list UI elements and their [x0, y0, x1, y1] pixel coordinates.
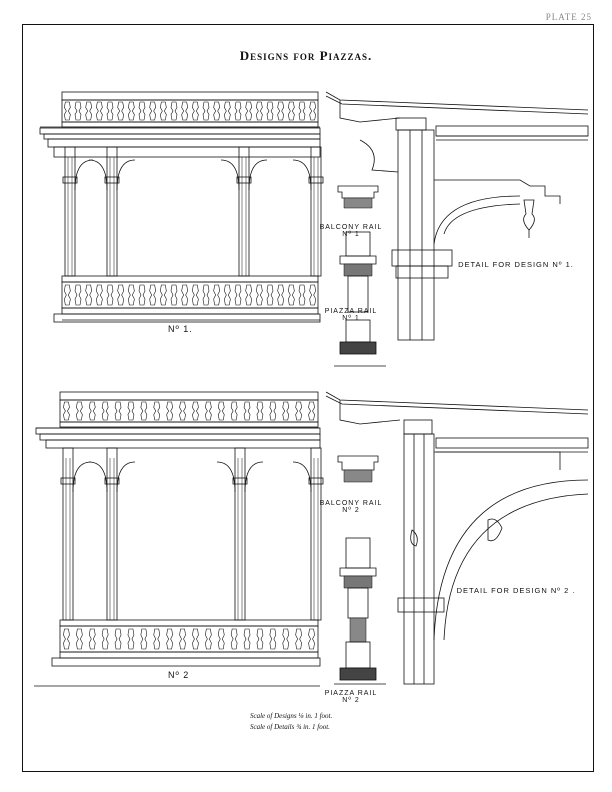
plate-border: [22, 24, 594, 772]
detail-2-drawing: [325, 391, 589, 685]
piazza-rail-2-number: Nº 2: [342, 697, 360, 704]
plate-number: PLATE 25: [545, 12, 592, 22]
detail-1-drawing: [325, 91, 589, 341]
detail-1-caption: DETAIL FOR DESIGN Nº 1.: [458, 260, 574, 269]
scale-note-details: Scale of Details ¾ in. 1 foot.: [250, 723, 330, 731]
balcony-rail-1-title: BALCONY RAIL: [319, 224, 383, 231]
rail-sections: [334, 185, 386, 685]
piazza-rail-1-caption: PIAZZA RAIL Nº 1: [318, 308, 384, 322]
balcony-rail-2-caption: BALCONY RAIL Nº 2: [318, 500, 384, 514]
piazza-rail-1-number: Nº 1: [342, 315, 360, 322]
piazza-rail-1-title: PIAZZA RAIL: [324, 308, 378, 315]
balcony-rail-1-number: Nº 1: [342, 231, 360, 238]
design-1-elevation: [39, 91, 324, 323]
detail-2-caption: DETAIL FOR DESIGN Nº 2 .: [456, 586, 576, 595]
design-2-elevation: [34, 391, 324, 687]
design-1-number: Nº 1.: [168, 324, 193, 334]
balcony-rail-2-title: BALCONY RAIL: [319, 500, 383, 507]
balcony-rail-2-number: Nº 2: [342, 507, 360, 514]
piazza-rail-2-title: PIAZZA RAIL: [324, 690, 378, 697]
balcony-rail-1-caption: BALCONY RAIL Nº 1: [318, 224, 384, 238]
design-2-number: Nº 2: [168, 670, 190, 680]
piazza-rail-2-caption: PIAZZA RAIL Nº 2: [318, 690, 384, 704]
scale-note-designs: Scale of Designs ⅛ in. 1 foot.: [250, 712, 333, 720]
plate-title: Designs for Piazzas.: [239, 48, 373, 63]
